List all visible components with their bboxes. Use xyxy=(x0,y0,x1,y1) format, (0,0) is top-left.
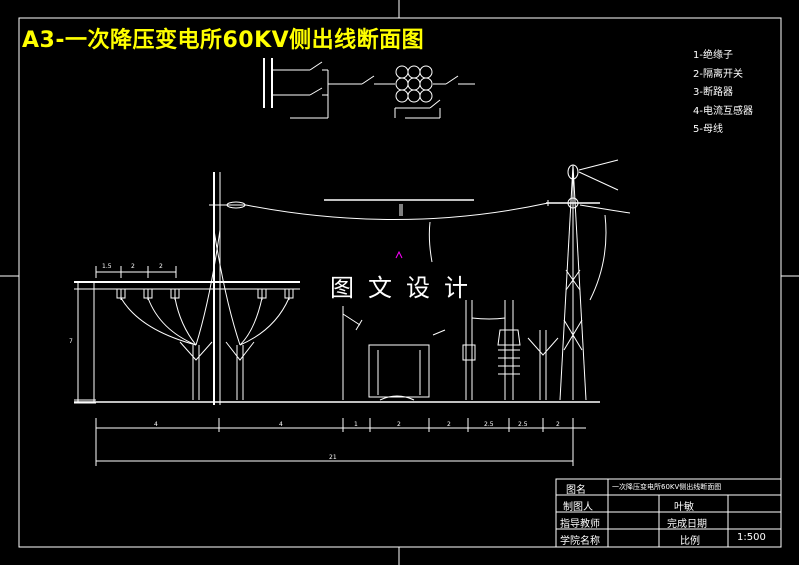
terminal-tower xyxy=(546,159,619,401)
dimension-label: 2 xyxy=(447,421,451,428)
dimension-total: 21 xyxy=(329,454,337,461)
dimension-label: 4 xyxy=(279,421,283,428)
dimension-lines xyxy=(77,266,586,466)
dimension-label: 2 xyxy=(397,421,401,428)
dimension-label: 1 xyxy=(354,421,358,428)
legend-item: 1-绝缘子 xyxy=(693,50,733,61)
legend: 1-绝缘子 2-隔离开关 3-断路器 4-电流互感器 5-母线 xyxy=(693,47,753,140)
title-block-label: 图名 xyxy=(566,485,586,496)
dimension-label: 1.5 xyxy=(102,263,112,270)
drawing-title: A3-一次降压变电所60KV侧出线断面图 xyxy=(22,28,425,53)
title-block-label: 学院名称 xyxy=(560,536,600,547)
legend-item: 4-电流互感器 xyxy=(693,105,753,117)
dimension-label: 4 xyxy=(154,421,158,428)
title-block-value: 叶敏 xyxy=(674,502,694,513)
dimension-label: 2 xyxy=(159,263,163,270)
title-block-grid xyxy=(555,478,782,548)
title-block-label: 比例 xyxy=(680,536,700,547)
equipment-bay xyxy=(342,300,559,401)
drawing-frame xyxy=(18,17,782,548)
single-line-diagram xyxy=(263,58,475,119)
watermark: 图文设计 xyxy=(330,274,482,302)
legend-item: 3-断路器 xyxy=(693,87,733,98)
dimension-label: 2.5 xyxy=(518,421,528,428)
insertion-marker xyxy=(395,250,403,259)
title-block-value: 1:500 xyxy=(737,532,766,543)
legend-item: 5-母线 xyxy=(693,124,723,135)
dimension-label: 2.5 xyxy=(484,421,494,428)
title-block-value: 一次降压变电所60KV侧出线断面图 xyxy=(612,483,722,491)
overhead-line xyxy=(245,202,549,220)
legend-item: 2-隔离开关 xyxy=(693,68,743,80)
bus-structure xyxy=(74,172,300,405)
dimension-label: 2 xyxy=(556,421,560,428)
title-block-label: 指导教师 xyxy=(560,519,600,530)
dimension-label: 7 xyxy=(69,338,73,345)
title-block-label: 完成日期 xyxy=(667,519,707,530)
dimension-label: 2 xyxy=(131,263,135,270)
title-block-label: 制图人 xyxy=(563,502,593,513)
